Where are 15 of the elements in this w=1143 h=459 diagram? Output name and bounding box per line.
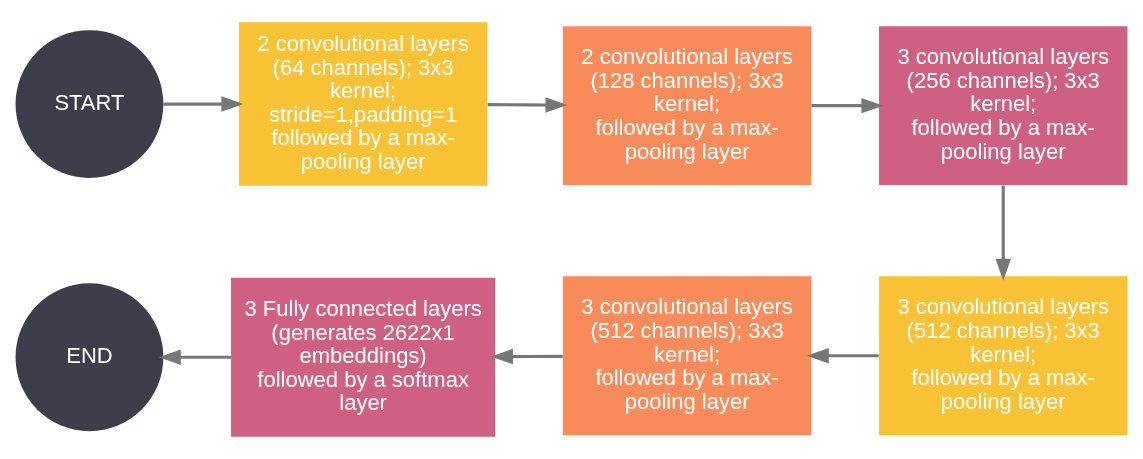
arrow (158, 349, 231, 365)
arrow (811, 97, 884, 114)
arrow (995, 185, 1011, 281)
node-box: 3 convolutional layers (512 channels); 3x3 kernel; followed by a max-pooling layer (562, 276, 812, 436)
arrow (163, 96, 244, 112)
arrow (490, 348, 563, 365)
node-circle: END (15, 283, 164, 432)
node-circle: START (15, 30, 164, 178)
node-box: 3 convolutional layers (256 channels); 3x3 kernel; followed by a max-pooling layer (878, 26, 1128, 186)
node-box: 3 Fully connected layers (generates 2622x1 embeddings) followed by a softmax layer (231, 277, 496, 437)
node-box: 2 convolutional layers (128 channels); 3x3 kernel; followed by a max-pooling layer (562, 26, 812, 186)
arrow (806, 348, 879, 364)
node-box: 3 convolutional layers (512 channels); 3x3 kernel; followed by a max-pooling layer (878, 276, 1128, 436)
arrow (487, 97, 568, 113)
node-box: 2 convolutional layers (64 channels); 3x3 kernel; stride=1,padding=1 followed by a max-pooling layer (238, 22, 488, 186)
